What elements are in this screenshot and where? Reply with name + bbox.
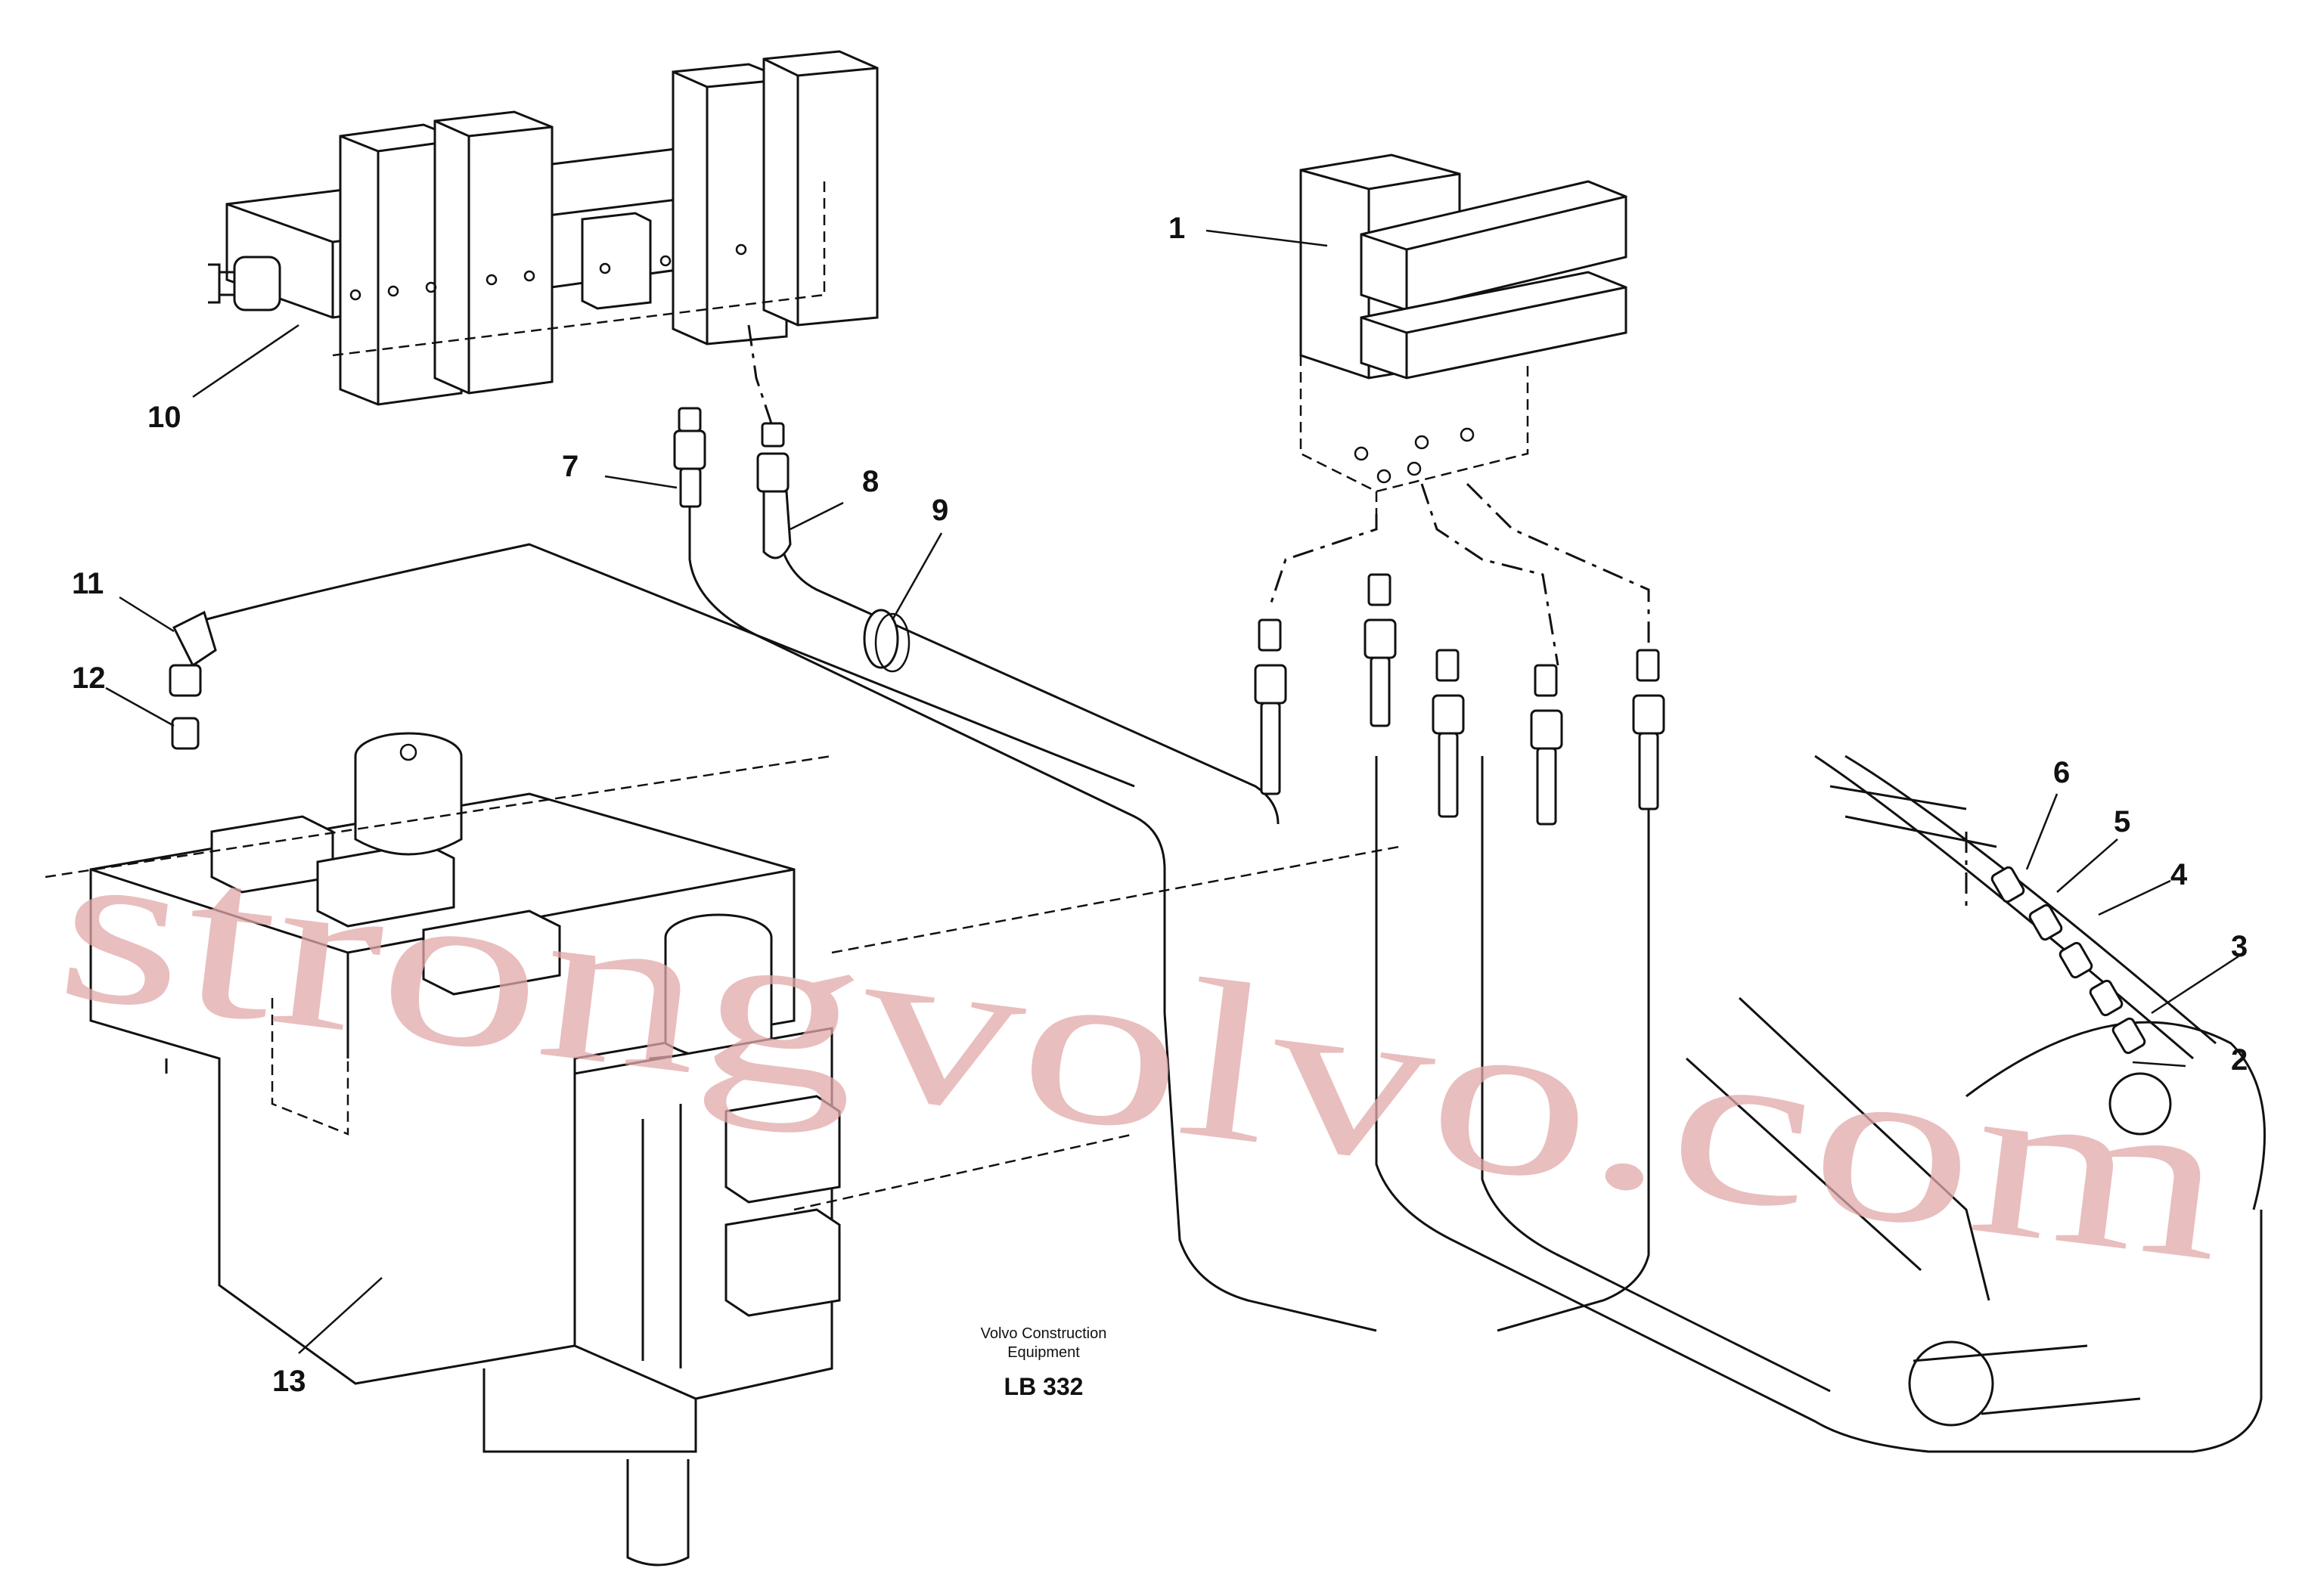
- callout-12: 12: [72, 662, 106, 695]
- callout-4: 4: [2170, 858, 2188, 891]
- callout-3: 3: [2231, 930, 2248, 963]
- callout-13: 13: [272, 1365, 306, 1398]
- callout-5: 5: [2114, 805, 2130, 838]
- callout-6: 6: [2053, 756, 2070, 789]
- caption: Volvo Construction Equipment LB 332: [981, 1325, 1107, 1400]
- callout-8: 8: [862, 465, 879, 498]
- callout-labels: 1 2 3 4 5 6 7 8 9 10 11 12 13: [72, 212, 2248, 1398]
- callout-2: 2: [2231, 1043, 2248, 1077]
- caption-code: LB 332: [1004, 1373, 1084, 1400]
- control-valve-13: [45, 732, 1400, 1567]
- callout-1: 1: [1168, 212, 1185, 245]
- callout-9: 9: [932, 494, 948, 527]
- caption-manufacturer: Volvo Construction: [981, 1325, 1107, 1342]
- hose-lines: [203, 324, 2263, 1453]
- callout-11: 11: [72, 567, 104, 600]
- leader-lines: [105, 229, 2239, 1354]
- caption-equipment: Equipment: [1007, 1344, 1080, 1361]
- pilot-valve-1: [1299, 153, 1627, 514]
- boom-arm: [1685, 755, 2266, 1427]
- callout-7: 7: [562, 450, 579, 483]
- hose-clamp-9: [863, 609, 911, 673]
- fittings: [169, 407, 2146, 1055]
- callout-10: 10: [147, 401, 182, 434]
- valve-block-10: [208, 50, 879, 406]
